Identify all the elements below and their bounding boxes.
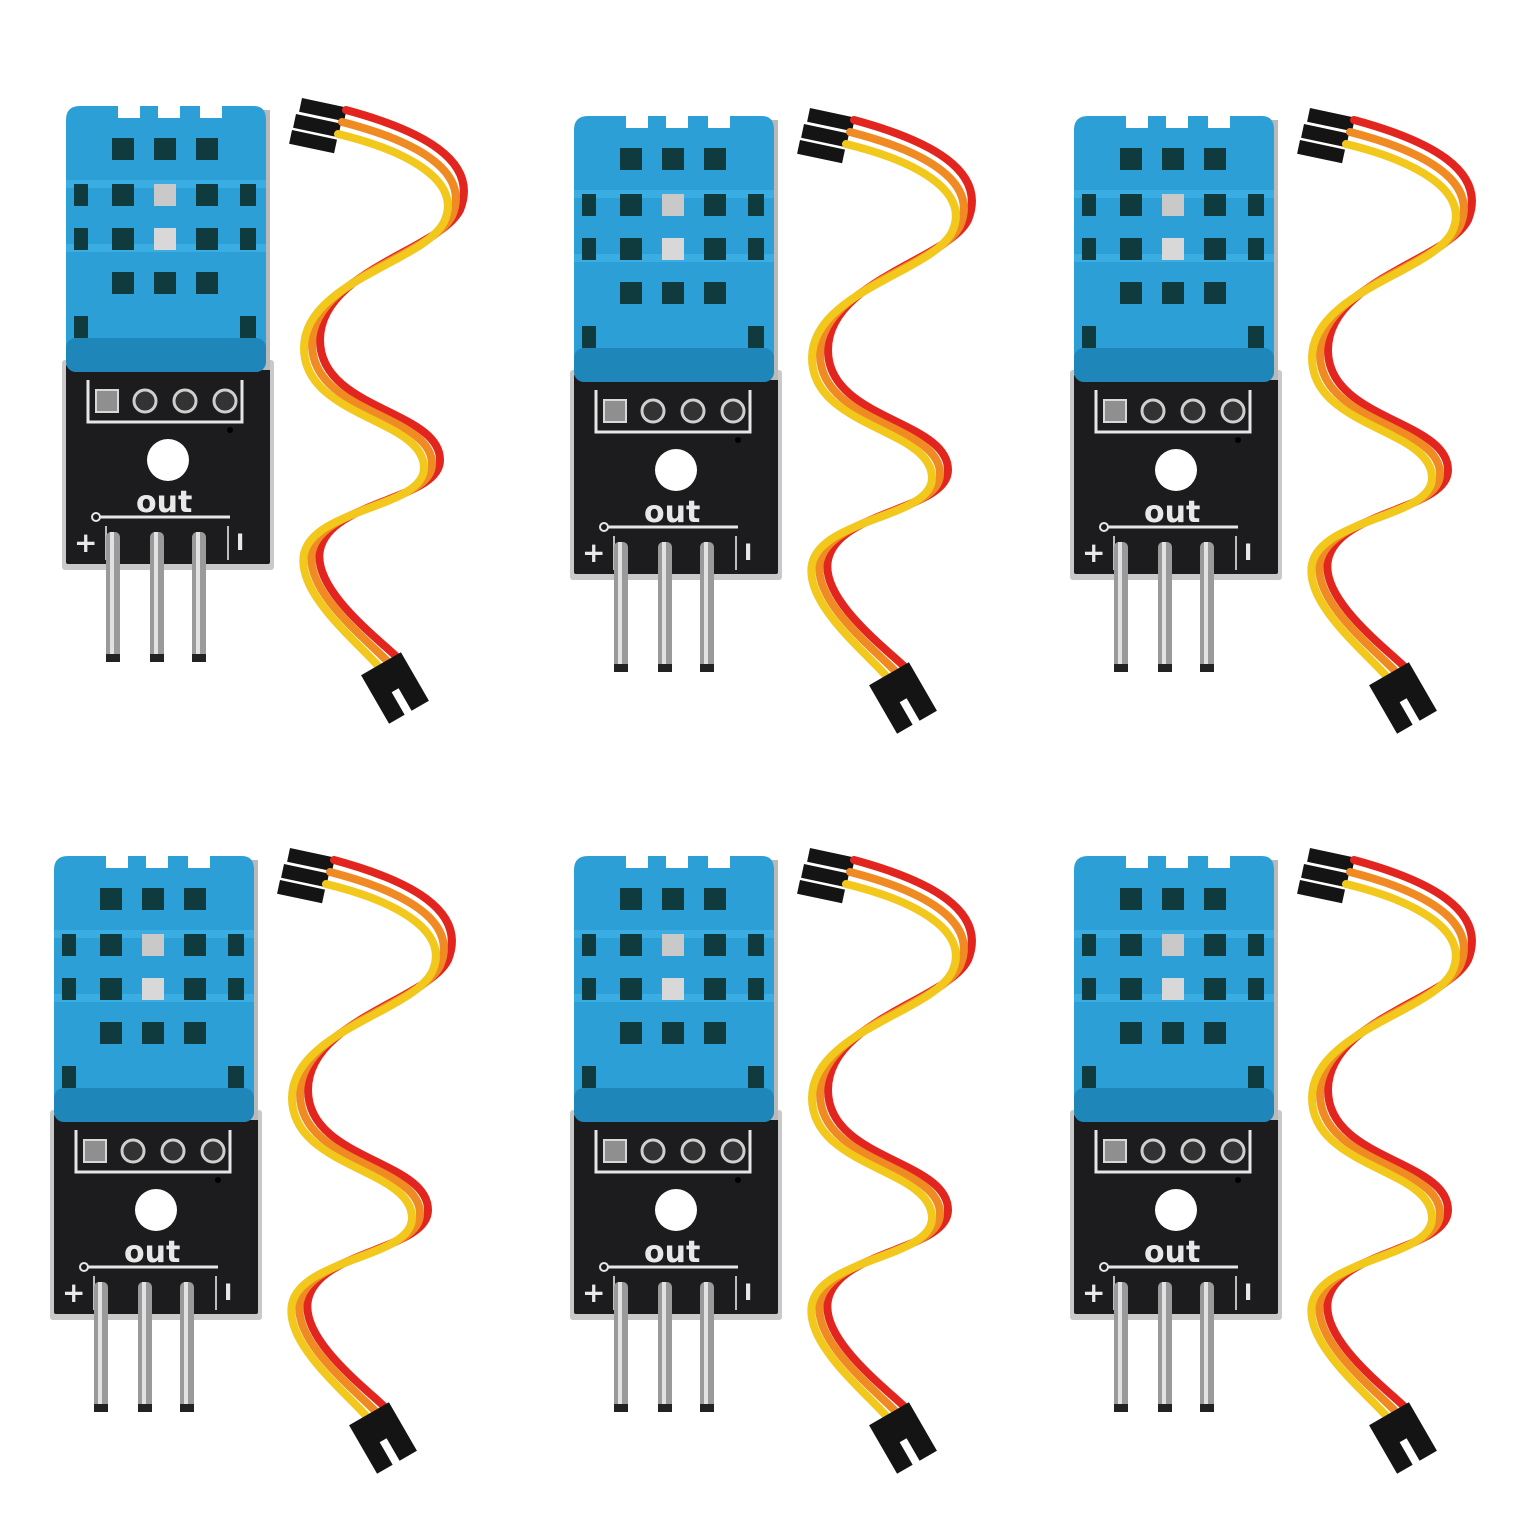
dht11-sensor: [66, 106, 266, 372]
sensor-vent-holes: [582, 148, 764, 348]
header-pins: [614, 1282, 714, 1412]
sensor-vent-holes: [1082, 148, 1264, 348]
solder-pads: [603, 1138, 746, 1164]
solder-pads: [603, 398, 746, 424]
pcb-board: out + I: [1070, 120, 1282, 580]
sensor-vent-holes: [1082, 888, 1264, 1088]
dht11-sensor: [574, 116, 774, 382]
dht11-sensor: [54, 856, 254, 1122]
solder-pads: [1103, 398, 1246, 424]
sensor-kit-6: out + I: [1048, 830, 1508, 1490]
sensor-kit-5: out + I: [548, 830, 1008, 1490]
jumper-cable: [277, 848, 456, 1474]
pcb-label-minus: I: [744, 1281, 752, 1306]
pcb-label-minus: I: [1244, 1281, 1252, 1306]
pcb-label-out: out: [136, 485, 192, 520]
pcb-label-out: out: [644, 1235, 700, 1270]
pcb-label-plus: +: [1082, 536, 1105, 569]
pcb-board: out + I: [570, 120, 782, 580]
top-dupont-connectors: [1297, 848, 1355, 904]
mounting-hole: [135, 1189, 177, 1231]
pcb-label-minus: I: [744, 541, 752, 566]
pcb-board: out + I: [570, 860, 782, 1320]
jumper-cable: [1297, 848, 1476, 1474]
bottom-dupont-connector: [869, 662, 937, 734]
sensor-vent-holes: [582, 888, 764, 1088]
solder-pads: [95, 388, 238, 414]
pcb-label-minus: I: [236, 531, 244, 556]
pcb-label-plus: +: [62, 1276, 85, 1309]
header-pins: [94, 1282, 194, 1412]
sensor-vent-holes: [62, 888, 244, 1088]
pcb-label-minus: I: [224, 1281, 232, 1306]
sensor-kit-3: out + I: [1048, 90, 1508, 750]
sensor-kit-2: out + I: [548, 90, 1008, 750]
pcb-label-plus: +: [1082, 1276, 1105, 1309]
mounting-hole: [1155, 1189, 1197, 1231]
pcb-label-minus: I: [1244, 541, 1252, 566]
header-pins: [614, 542, 714, 672]
solder-pads: [83, 1138, 226, 1164]
pcb-label-out: out: [1144, 1235, 1200, 1270]
dht11-sensor: [574, 856, 774, 1122]
header-pins: [1114, 542, 1214, 672]
sensor-kit-1: out + I: [40, 80, 500, 740]
pcb-label-plus: +: [582, 1276, 605, 1309]
pcb-label-plus: +: [74, 526, 97, 559]
top-dupont-connectors: [797, 108, 855, 164]
pcb-label-out: out: [644, 495, 700, 530]
pcb-board: out + I: [1070, 860, 1282, 1320]
bottom-dupont-connector: [349, 1402, 417, 1474]
bottom-dupont-connector: [361, 652, 429, 724]
bottom-dupont-connector: [869, 1402, 937, 1474]
dht11-sensor: [1074, 856, 1274, 1122]
mounting-hole: [147, 439, 189, 481]
top-dupont-connectors: [289, 98, 347, 154]
jumper-cable: [797, 848, 976, 1474]
sensor-vent-holes: [74, 138, 256, 338]
bottom-dupont-connector: [1369, 662, 1437, 734]
pcb-label-out: out: [1144, 495, 1200, 530]
header-pins: [1114, 1282, 1214, 1412]
jumper-cable: [1297, 108, 1476, 734]
mounting-hole: [1155, 449, 1197, 491]
top-dupont-connectors: [277, 848, 335, 904]
mounting-hole: [655, 1189, 697, 1231]
pcb-label-out: out: [124, 1235, 180, 1270]
jumper-cable: [289, 98, 468, 724]
bottom-dupont-connector: [1369, 1402, 1437, 1474]
solder-pads: [1103, 1138, 1246, 1164]
sensor-kit-4: out + I: [28, 830, 488, 1490]
mounting-hole: [655, 449, 697, 491]
header-pins: [106, 532, 206, 662]
pcb-label-plus: +: [582, 536, 605, 569]
top-dupont-connectors: [797, 848, 855, 904]
jumper-cable: [797, 108, 976, 734]
dht11-sensor: [1074, 116, 1274, 382]
top-dupont-connectors: [1297, 108, 1355, 164]
